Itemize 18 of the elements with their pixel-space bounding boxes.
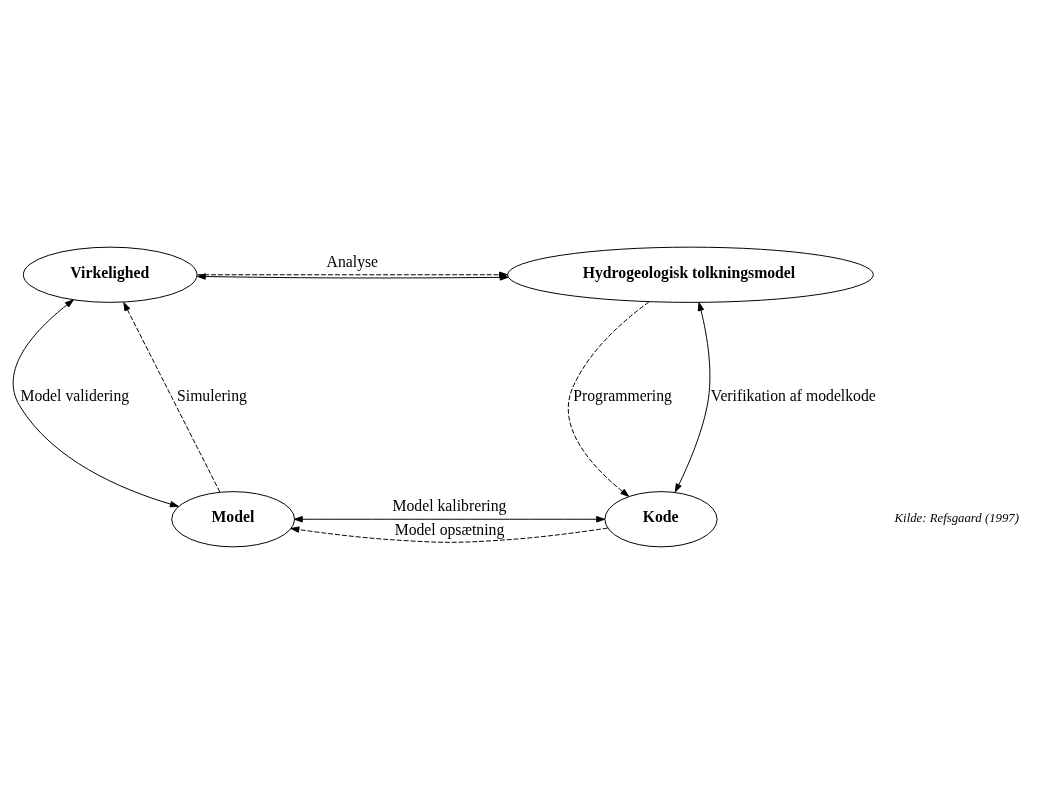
- arrow: [12, 299, 179, 508]
- edge-label: Model kalibrering: [392, 497, 507, 515]
- arrow: [196, 271, 508, 278]
- node-ellipse: Virkelighed: [22, 246, 198, 303]
- edge-label: Analyse: [326, 252, 379, 270]
- arrow: [123, 302, 221, 493]
- edge-label: Model validering: [20, 386, 130, 404]
- arrow: [293, 516, 606, 523]
- arrow: [567, 301, 650, 497]
- edge-label: Programmering: [573, 386, 672, 404]
- node-ellipse: Kode: [604, 491, 718, 548]
- edge-label: Model opsætning: [394, 520, 505, 538]
- edge-label: Simulering: [177, 386, 247, 404]
- arrow: [674, 302, 711, 493]
- node-ellipse: Hydrogeologisk tolkningsmodel: [507, 246, 874, 303]
- arrow: [290, 526, 608, 543]
- label: Kilde: Refsgaard (1997): [894, 510, 1019, 525]
- edge-label: Verifikation af modelkode: [710, 386, 876, 404]
